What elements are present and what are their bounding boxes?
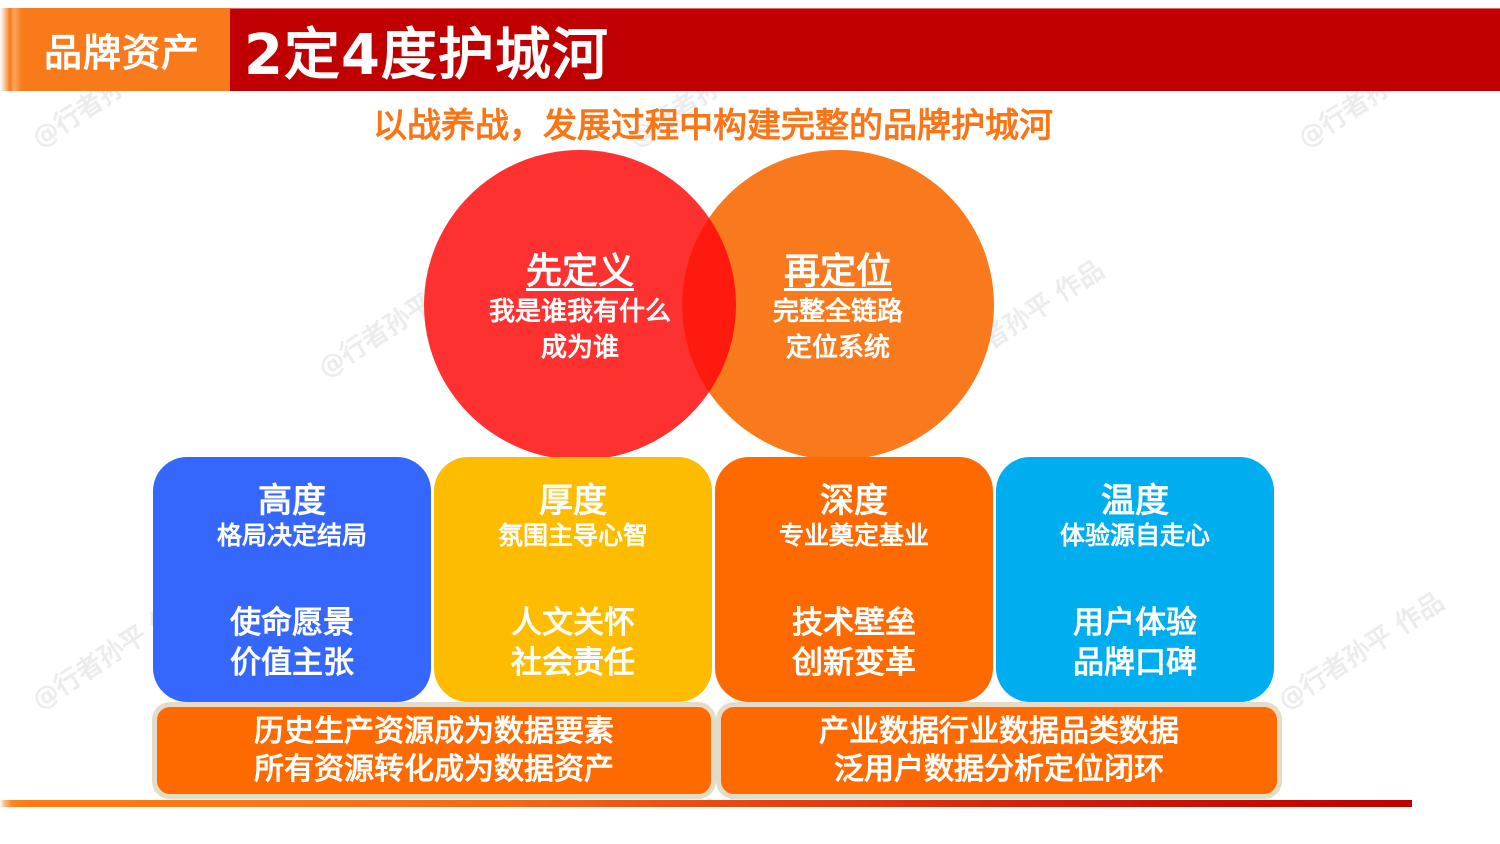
- card-subtitle: 格局决定结局: [216, 521, 367, 550]
- subtitle: 以战养战，发展过程中构建完整的品牌护城河: [373, 106, 1053, 146]
- data-box-line: 产业数据行业数据品类数据: [819, 713, 1179, 749]
- card-warmth: 温度 体验源自走心 用户体验 品牌口碑: [996, 457, 1274, 702]
- card-depth: 深度 专业奠定基业 技术壁垒 创新变革: [715, 457, 993, 702]
- card-line: 人文关怀: [511, 605, 635, 641]
- data-box-assets: 历史生产资源成为数据要素 所有资源转化成为数据资产: [152, 702, 716, 799]
- card-line: 使命愿景: [230, 605, 354, 641]
- card-line: 品牌口碑: [1073, 645, 1197, 681]
- card-title: 高度: [258, 481, 326, 521]
- section-label: 品牌资产: [43, 31, 200, 75]
- watermark: @行者孙平 作品: [1273, 586, 1450, 717]
- circle-define-line: 成为谁: [540, 333, 619, 363]
- data-box-analysis: 产业数据行业数据品类数据 泛用户数据分析定位闭环: [716, 702, 1282, 799]
- card-subtitle: 氛围主导心智: [497, 521, 648, 550]
- bottom-divider: [0, 800, 1412, 807]
- circle-position-title: 再定位: [783, 251, 892, 292]
- card-title: 厚度: [539, 481, 607, 521]
- circle-position-text: 再定位 完整全链路 定位系统: [682, 250, 994, 366]
- header-bar: 品牌资产 2定4度护城河: [0, 8, 1500, 91]
- title-block: 2定4度护城河: [230, 8, 1500, 91]
- card-thickness: 厚度 氛围主导心智 人文关怀 社会责任: [434, 457, 712, 702]
- card-subtitle: 体验源自走心: [1059, 521, 1210, 550]
- data-box-line: 泛用户数据分析定位闭环: [834, 751, 1164, 787]
- card-line: 创新变革: [792, 645, 916, 681]
- card-line: 价值主张: [230, 645, 354, 681]
- data-box-line: 所有资源转化成为数据资产: [254, 751, 614, 787]
- data-box-line: 历史生产资源成为数据要素: [254, 713, 614, 749]
- circle-define-text: 先定义 我是谁我有什么 成为谁: [424, 250, 736, 366]
- card-subtitle: 专业奠定基业: [778, 521, 929, 550]
- card-line: 用户体验: [1073, 605, 1197, 641]
- circle-define-title: 先定义: [525, 251, 634, 292]
- card-title: 温度: [1101, 481, 1169, 521]
- circle-define-line: 我是谁我有什么: [488, 297, 671, 327]
- page-title: 2定4度护城河: [244, 22, 609, 88]
- circle-position-line: 定位系统: [785, 333, 890, 363]
- circle-position-line: 完整全链路: [772, 297, 903, 327]
- section-label-block: 品牌资产: [0, 8, 230, 91]
- card-title: 深度: [820, 481, 888, 521]
- card-line: 技术壁垒: [792, 605, 916, 641]
- card-line: 社会责任: [511, 645, 635, 681]
- card-height: 高度 格局决定结局 使命愿景 价值主张: [153, 457, 431, 702]
